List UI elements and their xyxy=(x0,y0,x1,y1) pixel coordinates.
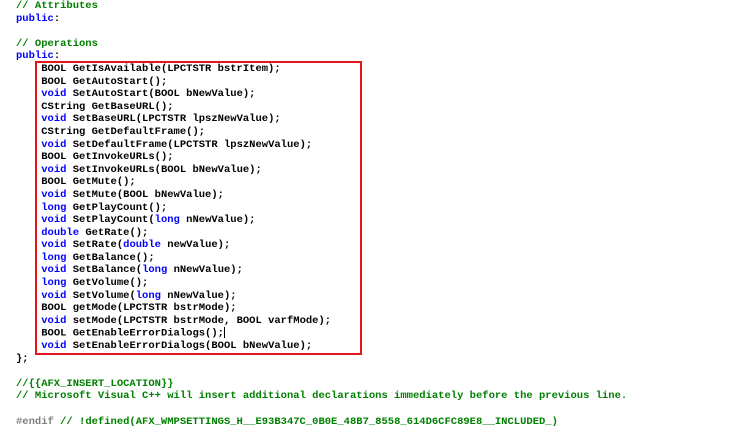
code-line[interactable]: void SetPlayCount(long nNewValue); xyxy=(16,214,627,227)
code-token: newValue); xyxy=(160,239,231,252)
code-line[interactable]: void setMode(LPCTSTR bstrMode, BOOL varf… xyxy=(16,315,627,328)
code-line[interactable]: // Microsoft Visual C++ will insert addi… xyxy=(16,390,627,403)
code-line[interactable]: void SetInvokeURLs(BOOL bNewValue); xyxy=(16,164,627,177)
code-token: GetVolume(); xyxy=(66,277,149,290)
code-token: BOOL GetMute(); xyxy=(41,176,136,189)
code-line[interactable]: BOOL GetIsAvailable(LPCTSTR bstrItem); xyxy=(16,63,627,76)
code-line[interactable]: long GetPlayCount(); xyxy=(16,202,627,215)
code-token: nNewValue); xyxy=(167,264,243,277)
code-line[interactable]: long GetVolume(); xyxy=(16,277,627,290)
code-token: SetMute(BOOL bNewValue); xyxy=(66,188,224,201)
code-line[interactable]: double GetRate(); xyxy=(16,227,627,240)
code-line[interactable]: BOOL GetAutoStart(); xyxy=(16,76,627,89)
keyword-token: void xyxy=(41,163,67,176)
text-cursor xyxy=(223,327,225,339)
code-line[interactable]: CString GetBaseURL(); xyxy=(16,101,627,114)
code-line[interactable]: void SetVolume(long nNewValue); xyxy=(16,290,627,303)
code-line[interactable]: void SetBaseURL(LPCTSTR lpszNewValue); xyxy=(16,113,627,126)
keyword-token: void xyxy=(41,289,67,302)
code-line[interactable]: public: xyxy=(16,50,627,63)
comment-token: //{{AFX_INSERT_LOCATION}} xyxy=(16,377,174,390)
code-line[interactable]: #endif // !defined(AFX_WMPSETTINGS_H__E9… xyxy=(16,416,627,429)
keyword-token: void xyxy=(41,88,67,101)
comment-token: // Microsoft Visual C++ will insert addi… xyxy=(16,390,628,403)
code-line[interactable]: void SetMute(BOOL bNewValue); xyxy=(16,189,627,202)
code-line[interactable]: }; xyxy=(16,353,627,366)
code-line[interactable]: // Operations xyxy=(16,38,627,51)
code-token: SetInvokeURLs(BOOL bNewValue); xyxy=(66,163,262,176)
code-token: setMode(LPCTSTR bstrMode, BOOL varfMode)… xyxy=(66,314,332,327)
keyword-token: long xyxy=(41,277,67,290)
code-token: SetBalance( xyxy=(66,264,143,277)
keyword-token: double xyxy=(123,239,161,252)
keyword-token: void xyxy=(41,239,67,252)
keyword-token: void xyxy=(41,188,67,201)
preprocessor-token: #endif xyxy=(16,415,54,428)
code-line[interactable]: BOOL GetEnableErrorDialogs(); xyxy=(16,327,627,340)
code-line[interactable]: // Attributes xyxy=(16,0,627,13)
code-token: SetDefaultFrame(LPCTSTR lpszNewValue); xyxy=(66,138,313,151)
code-token: BOOL GetInvokeURLs(); xyxy=(41,151,174,164)
code-token: CString GetDefaultFrame(); xyxy=(41,125,206,138)
code-token: GetRate(); xyxy=(79,226,149,239)
code-line[interactable]: void SetBalance(long nNewValue); xyxy=(16,264,627,277)
code-line[interactable]: BOOL GetMute(); xyxy=(16,176,627,189)
code-token: SetEnableErrorDialogs(BOOL bNewValue); xyxy=(66,340,313,353)
code-token: }; xyxy=(16,352,29,365)
code-token: CString GetBaseURL(); xyxy=(41,100,174,113)
code-line[interactable]: void SetDefaultFrame(LPCTSTR lpszNewValu… xyxy=(16,139,627,152)
code-token: GetBalance(); xyxy=(66,251,155,264)
keyword-token: void xyxy=(41,214,67,227)
code-line[interactable] xyxy=(16,25,627,38)
comment-token: // Attributes xyxy=(16,0,98,12)
keyword-token: void xyxy=(41,340,67,353)
comment-token: // Operations xyxy=(16,37,98,50)
code-line[interactable]: void SetAutoStart(BOOL bNewValue); xyxy=(16,88,627,101)
code-token: : xyxy=(53,50,61,63)
code-token: BOOL getMode(LPCTSTR bstrMode); xyxy=(41,302,237,315)
code-line[interactable]: BOOL GetInvokeURLs(); xyxy=(16,151,627,164)
code-token: BOOL GetIsAvailable(LPCTSTR bstrItem); xyxy=(41,62,281,75)
keyword-token: void xyxy=(41,113,67,126)
code-token: nNewValue); xyxy=(160,289,237,302)
code-line[interactable] xyxy=(16,403,627,416)
keyword-token: void xyxy=(41,314,67,327)
code-line[interactable]: long GetBalance(); xyxy=(16,252,627,265)
keyword-token: long xyxy=(135,289,161,302)
code-token: BOOL GetEnableErrorDialogs(); xyxy=(41,327,224,340)
code-token: : xyxy=(53,12,61,25)
code-token: SetVolume( xyxy=(66,289,136,302)
keyword-token: long xyxy=(41,251,67,264)
code-line[interactable]: void SetEnableErrorDialogs(BOOL bNewValu… xyxy=(16,340,627,353)
keyword-token: void xyxy=(41,264,67,277)
highlight-box xyxy=(35,61,362,355)
code-token: SetBaseURL(LPCTSTR lpszNewValue); xyxy=(66,113,281,126)
keyword-token: void xyxy=(41,138,67,151)
keyword-token: public xyxy=(16,12,54,25)
code-token: SetRate( xyxy=(66,239,124,252)
code-line[interactable]: //{{AFX_INSERT_LOCATION}} xyxy=(16,378,627,391)
code-line[interactable]: public: xyxy=(16,13,627,26)
code-token: SetPlayCount( xyxy=(66,214,155,227)
keyword-token: double xyxy=(41,226,80,239)
comment-token: // !defined(AFX_WMPSETTINGS_H__E93B347C_… xyxy=(53,415,558,428)
code-line[interactable]: CString GetDefaultFrame(); xyxy=(16,126,627,139)
keyword-token: public xyxy=(16,50,54,63)
keyword-token: long xyxy=(154,214,180,227)
code-token: nNewValue); xyxy=(179,214,256,227)
code-token: SetAutoStart(BOOL bNewValue); xyxy=(66,88,256,101)
code-line[interactable]: void SetRate(double newValue); xyxy=(16,239,627,252)
keyword-token: long xyxy=(41,201,67,214)
code-token: BOOL GetAutoStart(); xyxy=(41,75,168,88)
code-line[interactable]: BOOL getMode(LPCTSTR bstrMode); xyxy=(16,302,627,315)
keyword-token: long xyxy=(142,264,168,277)
code-token: GetPlayCount(); xyxy=(66,201,168,214)
code-line[interactable] xyxy=(16,365,627,378)
